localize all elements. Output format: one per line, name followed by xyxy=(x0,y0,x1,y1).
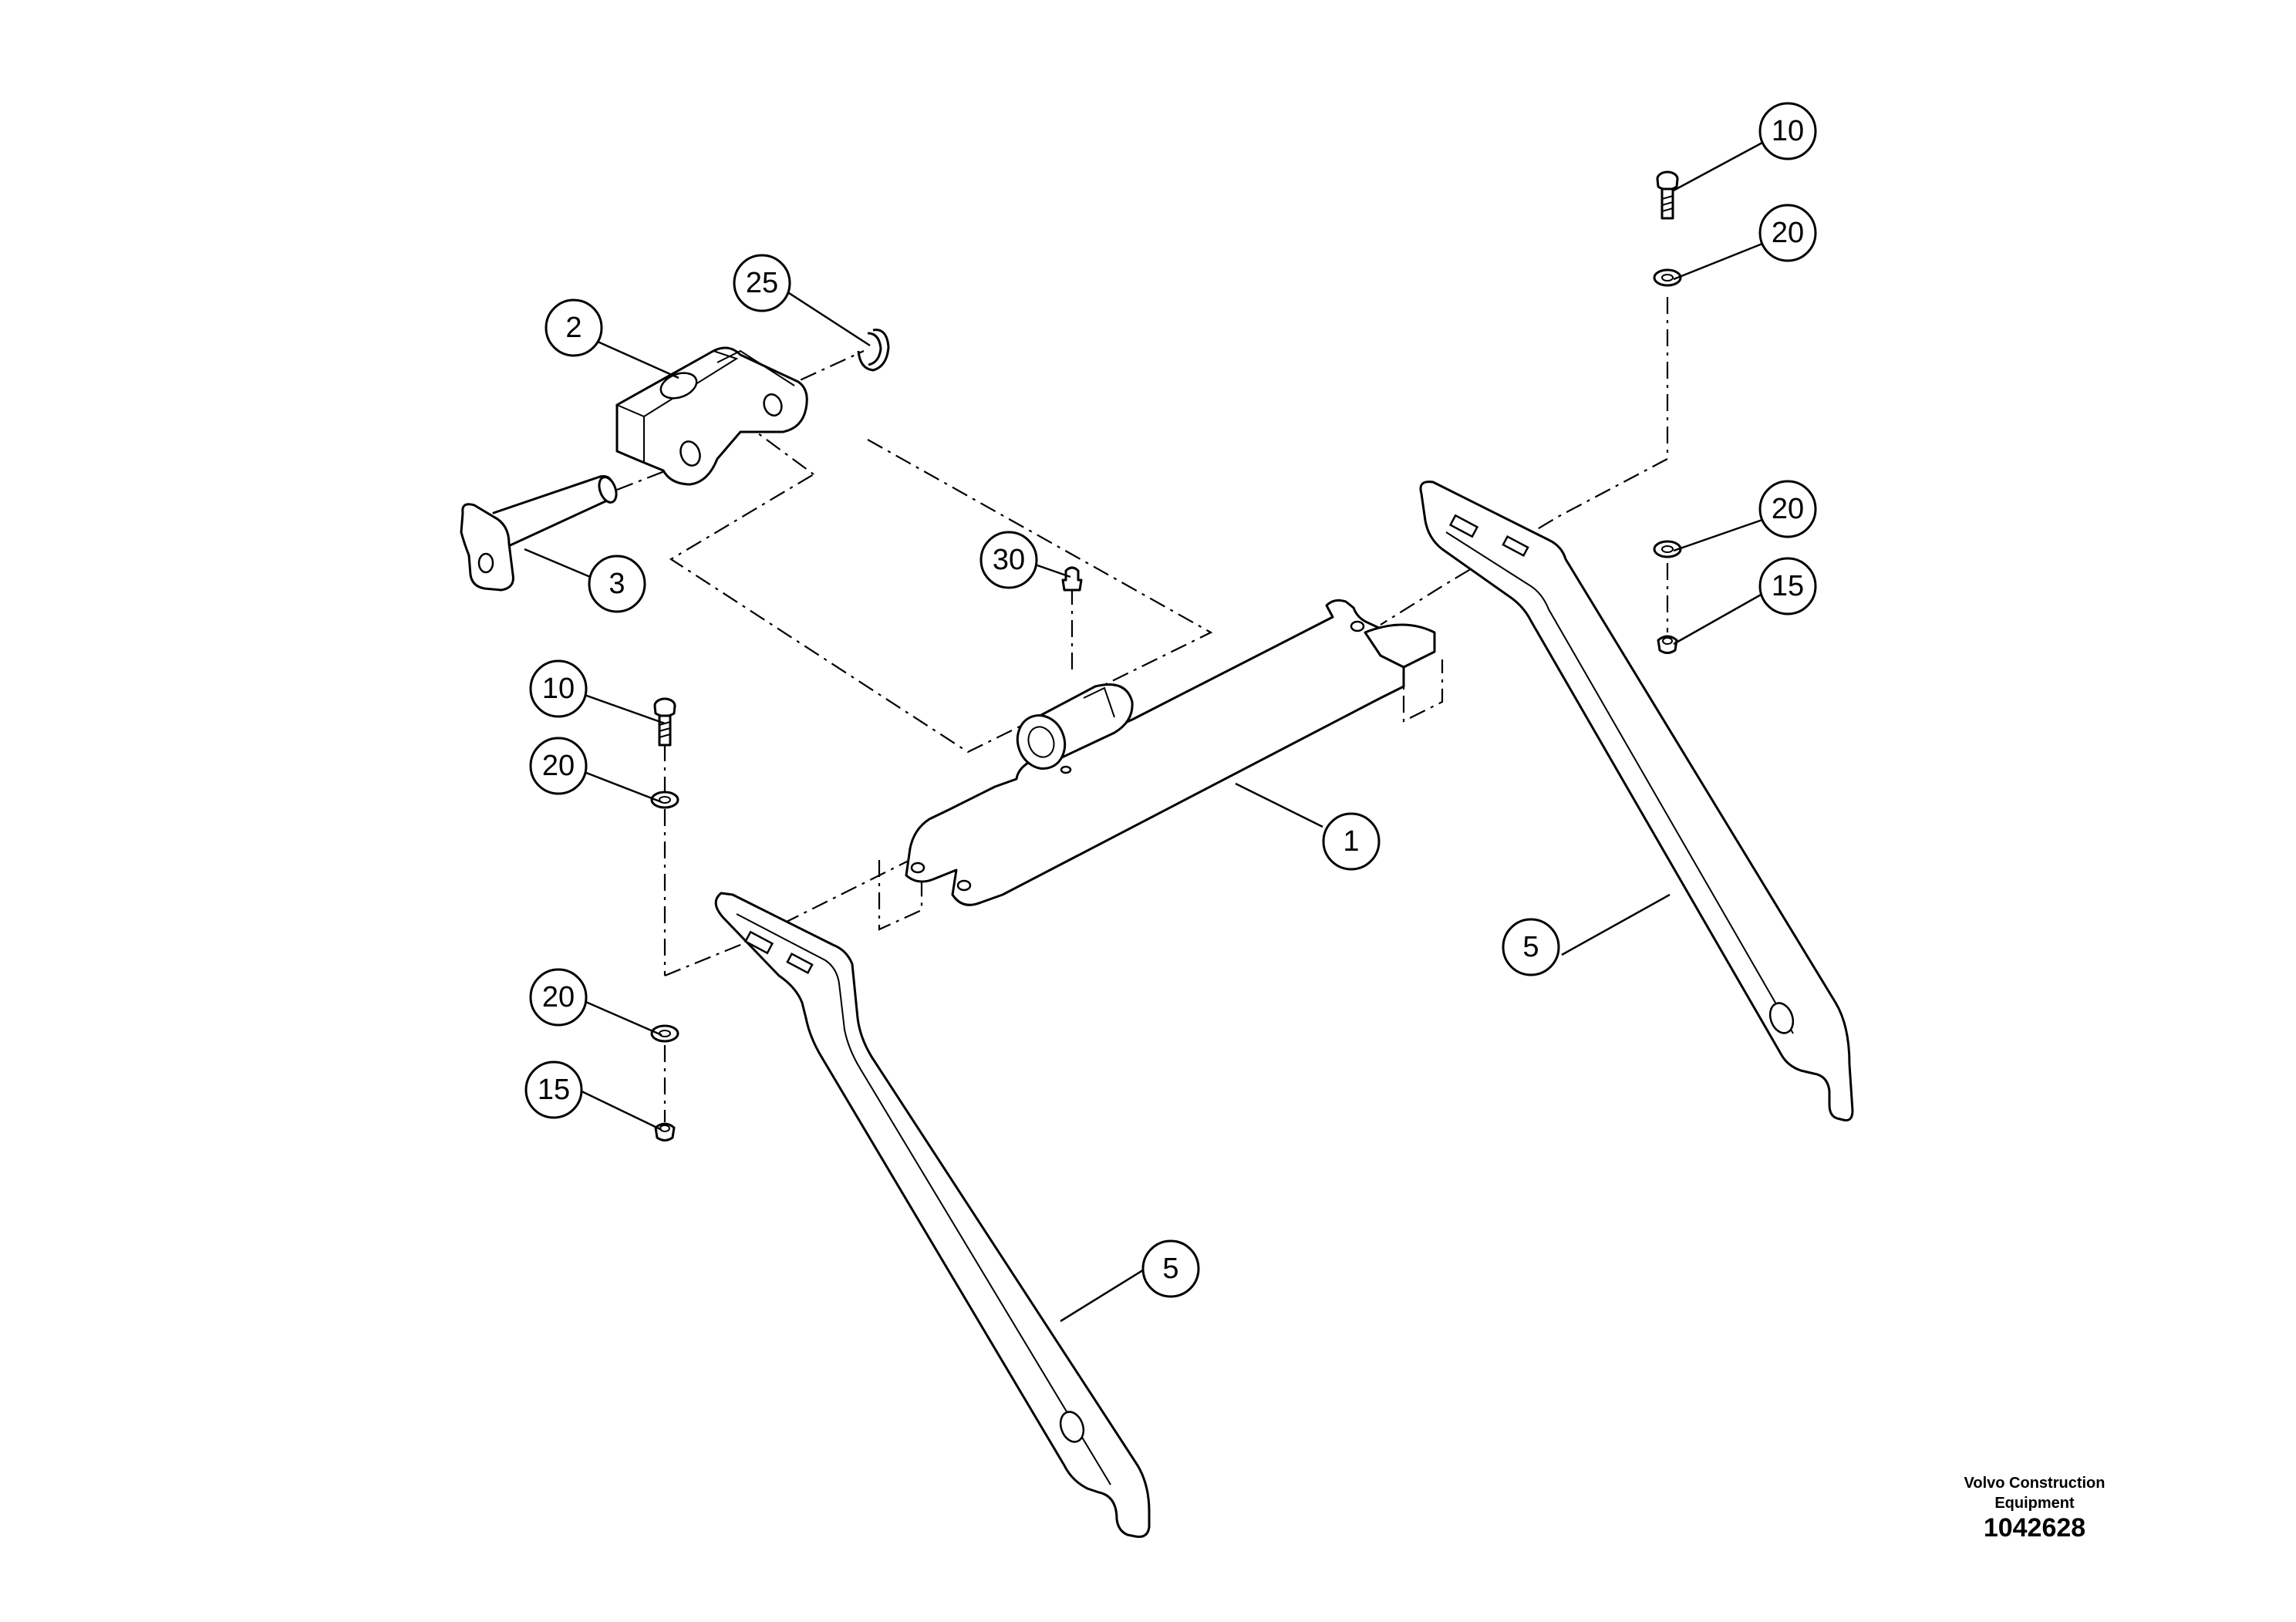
callout-label: 1 xyxy=(1343,825,1359,858)
callout-label: 20 xyxy=(1772,493,1804,525)
fasteners-right xyxy=(1653,170,1682,654)
fork-bracket xyxy=(615,346,808,486)
callout-2: 2 xyxy=(544,298,603,357)
side-arm-right xyxy=(1419,481,1854,1121)
callout-5-left: 5 xyxy=(1141,1239,1200,1298)
callout-label: 2 xyxy=(565,312,582,344)
callout-label: 20 xyxy=(542,750,575,782)
callout-20-right-top: 20 xyxy=(1758,204,1817,262)
callout-5-right: 5 xyxy=(1502,918,1560,976)
callout-15-right: 15 xyxy=(1758,557,1817,615)
brand-line-2: Equipment xyxy=(1994,1495,2075,1512)
callout-label: 25 xyxy=(746,267,778,299)
callout-1: 1 xyxy=(1322,812,1381,871)
callout-3: 3 xyxy=(588,555,646,613)
leader-lines xyxy=(524,141,1763,1323)
side-arm-left xyxy=(714,892,1151,1538)
assembly-lines xyxy=(616,297,1669,1122)
callout-10-right: 10 xyxy=(1758,102,1817,160)
figure-number: 1042628 xyxy=(1983,1513,2086,1543)
callout-20-left-bottom: 20 xyxy=(529,968,588,1027)
callout-10-left: 10 xyxy=(529,659,588,718)
grease-plug xyxy=(1061,566,1083,592)
callout-20-right-bottom: 20 xyxy=(1758,480,1817,538)
callout-label: 10 xyxy=(542,673,575,705)
callout-label: 20 xyxy=(542,981,575,1013)
circlip xyxy=(857,329,890,372)
pivot-pin xyxy=(460,475,618,592)
brand-line-1: Volvo Construction xyxy=(1964,1475,2106,1492)
callout-label: 5 xyxy=(1162,1253,1178,1285)
callout-25: 25 xyxy=(733,254,791,312)
callout-label: 5 xyxy=(1522,931,1539,963)
callout-label: 15 xyxy=(538,1074,570,1106)
callout-label: 20 xyxy=(1772,217,1804,249)
callout-label: 10 xyxy=(1772,115,1804,147)
callout-30: 30 xyxy=(979,531,1038,589)
fasteners-left xyxy=(650,697,679,1141)
callout-label: 30 xyxy=(993,544,1025,576)
cross-plate xyxy=(905,599,1436,906)
brand-caption: Volvo Construction Equipment xyxy=(1903,1473,2166,1513)
callout-label: 3 xyxy=(609,568,625,600)
callout-20-left-top: 20 xyxy=(529,737,588,795)
callout-label: 15 xyxy=(1772,570,1804,602)
callout-15-left: 15 xyxy=(524,1061,583,1119)
